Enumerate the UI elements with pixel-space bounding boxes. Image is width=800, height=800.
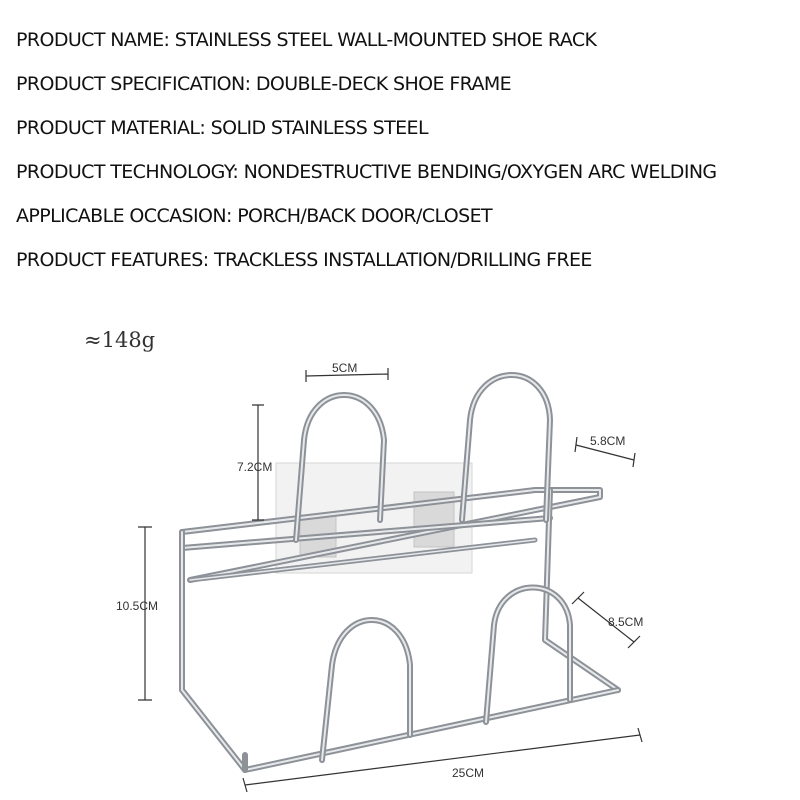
spec-label: APPLICABLE OCCASION [16, 205, 227, 227]
dimension-labels: 5CM 7.2CM 5.8CM 10.5CM 8.5CM 25CM [116, 361, 643, 780]
spec-product-technology: PRODUCT TECHNOLOGY: NONDESTRUCTIVE BENDI… [16, 161, 718, 183]
right-post [542, 487, 621, 693]
dim-depth-bottom: 8.5CM [608, 615, 643, 629]
rack-frame [179, 372, 621, 773]
dim-line-length [242, 727, 643, 793]
spec-value: PORCH/BACK DOOR/CLOSET [237, 205, 493, 227]
dim-depth-top: 5.8CM [590, 434, 625, 448]
dim-hook-width: 5CM [332, 361, 357, 375]
dim-line-frame-height [138, 526, 152, 701]
spec-product-name: PRODUCT NAME: STAINLESS STEEL WALL-MOUNT… [16, 29, 597, 51]
dim-line-hook-width [305, 368, 389, 382]
spec-label: PRODUCT MATERIAL [16, 117, 200, 139]
spec-label: PRODUCT FEATURES [16, 249, 203, 271]
spec-value: TRACKLESS INSTALLATION/DRILLING FREE [213, 249, 592, 271]
spec-label: PRODUCT TECHNOLOGY [16, 161, 233, 183]
product-spec-list: PRODUCT NAME: STAINLESS STEEL WALL-MOUNT… [16, 24, 717, 288]
weight-label: ≈148g [84, 328, 156, 352]
spec-label: PRODUCT SPECIFICATION [16, 73, 245, 95]
dim-hook-height: 7.2CM [237, 460, 272, 474]
spec-product-specification: PRODUCT SPECIFICATION: DOUBLE-DECK SHOE … [16, 73, 512, 95]
spec-applicable-occasion: APPLICABLE OCCASION: PORCH/BACK DOOR/CLO… [16, 205, 493, 227]
dim-frame-height: 10.5CM [116, 599, 158, 613]
dim-length: 25CM [452, 766, 484, 780]
spec-value: DOUBLE-DECK SHOE FRAME [255, 73, 512, 95]
spec-value: NONDESTRUCTIVE BENDING/OXYGEN ARC WELDIN… [243, 161, 718, 183]
dimension-lines [138, 368, 643, 793]
left-post [179, 529, 248, 773]
dim-line-hook-height [252, 404, 264, 521]
spec-product-features: PRODUCT FEATURES: TRACKLESS INSTALLATION… [16, 249, 592, 271]
spec-value: SOLID STAINLESS STEEL [210, 117, 429, 139]
dim-line-depth-bottom [571, 591, 641, 649]
dim-line-depth-top [574, 436, 636, 468]
spec-label: PRODUCT NAME [16, 29, 164, 51]
spec-value: STAINLESS STEEL WALL-MOUNTED SHOE RACK [174, 29, 597, 51]
spec-product-material: PRODUCT MATERIAL: SOLID STAINLESS STEEL [16, 117, 429, 139]
